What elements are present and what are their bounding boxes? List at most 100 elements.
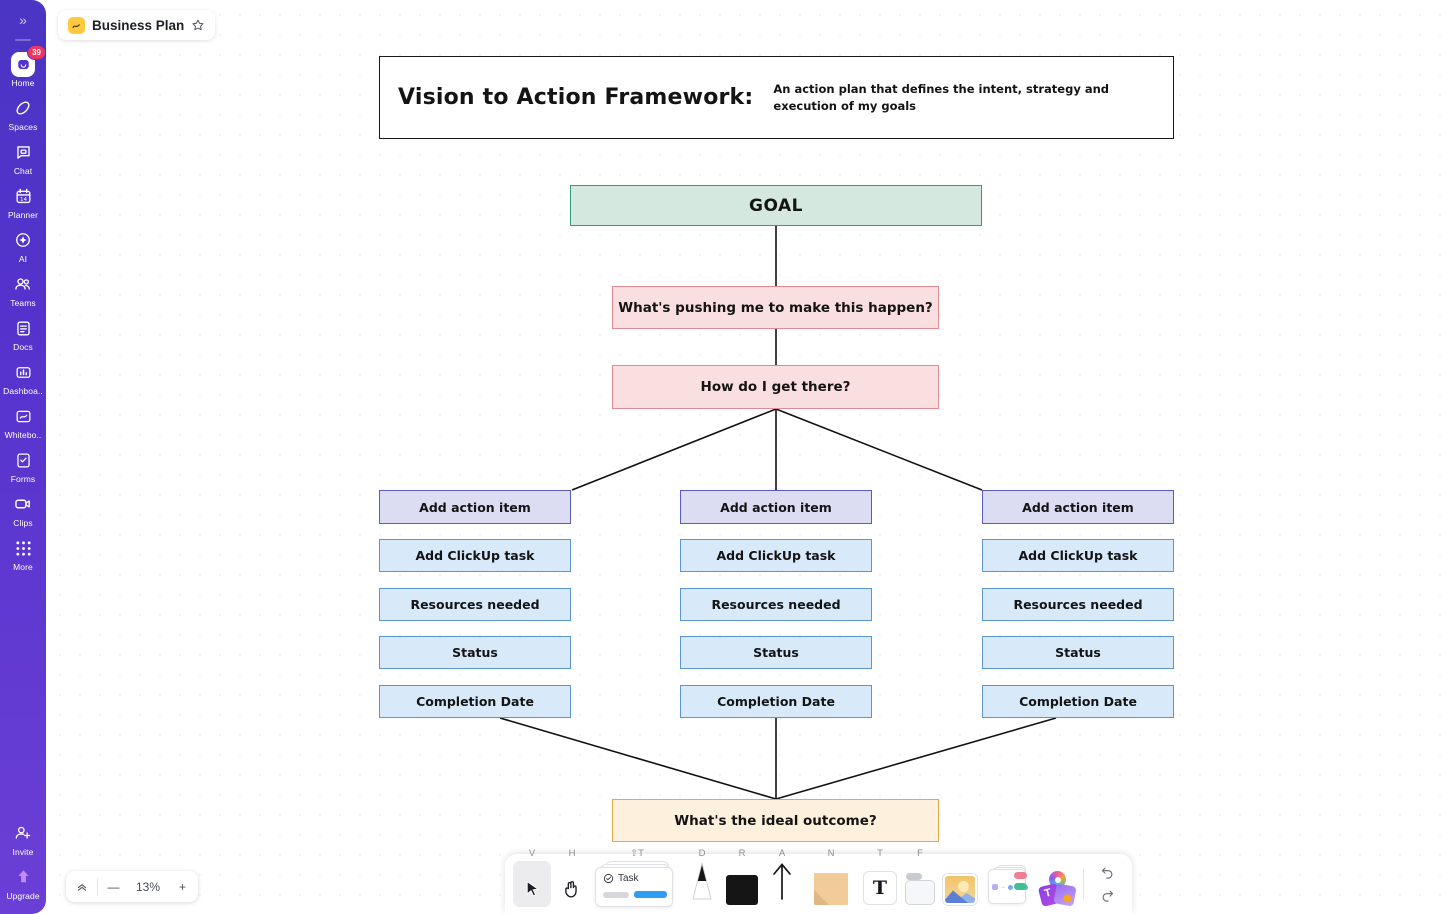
how-box[interactable]: How do I get there? (612, 365, 939, 409)
cursor-arrow-icon (522, 879, 543, 905)
sidebar-item-forms[interactable]: Forms (0, 443, 46, 487)
sidebar-item-chat[interactable]: Chat (0, 135, 46, 179)
select-tool-shortcut: V (528, 848, 536, 859)
text-tool[interactable]: T T (861, 848, 899, 907)
how-label: How do I get there? (700, 379, 851, 395)
outcome-label: What's the ideal outcome? (674, 812, 877, 829)
chat-icon (11, 140, 35, 164)
sidebar-item-home[interactable]: 39 Home (0, 45, 46, 91)
undo-arrow-icon[interactable] (1094, 862, 1120, 884)
frame-tool[interactable]: F (901, 848, 939, 907)
goal-label: GOAL (749, 195, 803, 216)
template-tool[interactable]: →→ (981, 861, 1037, 907)
sidebar-item-label: More (13, 562, 33, 572)
text-t-icon: T (863, 871, 897, 905)
status-box-1[interactable]: Status (379, 636, 571, 669)
note-tool[interactable]: N (803, 848, 859, 907)
edge-col3-to-outcome (775, 717, 1057, 800)
sidebar-item-dashboards[interactable]: Dashboa.. (0, 355, 46, 399)
grid-dots-icon (11, 536, 35, 560)
completion-date-box-2[interactable]: Completion Date (680, 685, 872, 718)
zoom-collapse-icon[interactable] (66, 871, 97, 902)
sidebar-item-label: Teams (10, 298, 36, 308)
media-tool[interactable] (941, 861, 979, 907)
status-box-2[interactable]: Status (680, 636, 872, 669)
sidebar-item-more[interactable]: More (0, 531, 46, 575)
task-card-stack-icon: Task (595, 861, 679, 907)
docs-icon (11, 316, 35, 340)
framework-title-box[interactable]: Vision to Action Framework: An action pl… (379, 56, 1174, 139)
edge-col1-to-outcome (499, 717, 777, 800)
sidebar-item-spaces[interactable]: Spaces (0, 91, 46, 135)
sidebar-item-upgrade[interactable]: Upgrade (0, 860, 46, 904)
note-tool-shortcut: N (827, 848, 835, 859)
document-title-chip[interactable]: Business Plan (58, 10, 216, 40)
sticky-note-icon (814, 873, 848, 905)
whiteboard-canvas[interactable]: Vision to Action Framework: An action pl… (46, 0, 1456, 914)
hand-tool-shortcut: H (568, 848, 576, 859)
completion-date-box-1[interactable]: Completion Date (379, 685, 571, 718)
action-item-box-1[interactable]: Add action item (379, 490, 571, 524)
shape-tool[interactable]: R (723, 848, 761, 907)
sidebar-item-whiteboards[interactable]: Whitebo.. (0, 399, 46, 443)
edge-how-to-col3 (775, 408, 983, 491)
status-box-3[interactable]: Status (982, 636, 1174, 669)
main-sidebar: » 39 Home Spaces Chat 14 (0, 0, 46, 914)
sidebar-collapse-icon[interactable]: » (19, 12, 27, 28)
draw-tool[interactable]: D (683, 848, 721, 907)
status-label: Status (1055, 645, 1101, 660)
zoom-in-button[interactable]: + (178, 879, 186, 894)
calendar-icon: 14 (11, 184, 35, 208)
sidebar-item-teams[interactable]: Teams (0, 267, 46, 311)
sidebar-item-label: Upgrade (6, 891, 40, 901)
goal-box[interactable]: GOAL (570, 185, 982, 226)
framework-subtitle: An action plan that defines the intent, … (773, 82, 1110, 113)
star-outline-icon[interactable] (191, 18, 205, 32)
sidebar-item-label: Dashboa.. (3, 386, 43, 396)
status-label: Status (753, 645, 799, 660)
sidebar-item-ai[interactable]: AI (0, 223, 46, 267)
upgrade-arrow-icon (11, 865, 35, 889)
resources-box-2[interactable]: Resources needed (680, 588, 872, 621)
action-item-box-3[interactable]: Add action item (982, 490, 1174, 524)
motivation-label: What's pushing me to make this happen? (618, 299, 933, 316)
toolbar-divider (1083, 869, 1084, 899)
outcome-box[interactable]: What's the ideal outcome? (612, 799, 939, 842)
hand-tool[interactable]: H (553, 848, 591, 907)
arrow-tool[interactable]: A (763, 848, 801, 907)
ai-tool[interactable] (1037, 861, 1077, 908)
zoom-out-button[interactable]: — (107, 879, 120, 894)
ai-sparkle-icon (11, 228, 35, 252)
resources-box-1[interactable]: Resources needed (379, 588, 571, 621)
task-card-tool[interactable]: ⇧T Task (593, 848, 681, 907)
edge-how-to-col1 (571, 408, 777, 491)
sidebar-item-label: Planner (8, 210, 38, 220)
action-item-label: Add action item (419, 499, 531, 515)
resources-box-3[interactable]: Resources needed (982, 588, 1174, 621)
clickup-task-box-3[interactable]: Add ClickUp task (982, 539, 1174, 572)
clickup-task-box-2[interactable]: Add ClickUp task (680, 539, 872, 572)
completion-date-box-3[interactable]: Completion Date (982, 685, 1174, 718)
redo-arrow-icon[interactable] (1094, 885, 1120, 907)
sidebar-item-label: Whitebo.. (4, 430, 42, 440)
invite-user-icon (11, 821, 35, 845)
clickup-task-label: Add ClickUp task (415, 548, 535, 563)
action-item-box-2[interactable]: Add action item (680, 490, 872, 524)
svg-text:14: 14 (19, 196, 27, 202)
sidebar-item-label: Forms (10, 474, 36, 484)
dashboard-icon (11, 360, 35, 384)
select-tool[interactable]: V (513, 848, 551, 907)
sidebar-item-invite[interactable]: Invite (0, 816, 46, 860)
hand-icon (561, 878, 583, 905)
sidebar-item-clips[interactable]: Clips (0, 487, 46, 531)
sidebar-item-label: Clips (13, 518, 33, 528)
clickup-task-box-1[interactable]: Add ClickUp task (379, 539, 571, 572)
sidebar-item-planner[interactable]: 14 Planner (0, 179, 46, 223)
sidebar-item-docs[interactable]: Docs (0, 311, 46, 355)
zoom-control: — 13% + (66, 871, 198, 902)
motivation-box[interactable]: What's pushing me to make this happen? (612, 286, 939, 329)
home-badge: 39 (27, 45, 46, 60)
zoom-level-value[interactable]: 13% (135, 879, 161, 894)
sidebar-item-label: Invite (12, 847, 34, 857)
